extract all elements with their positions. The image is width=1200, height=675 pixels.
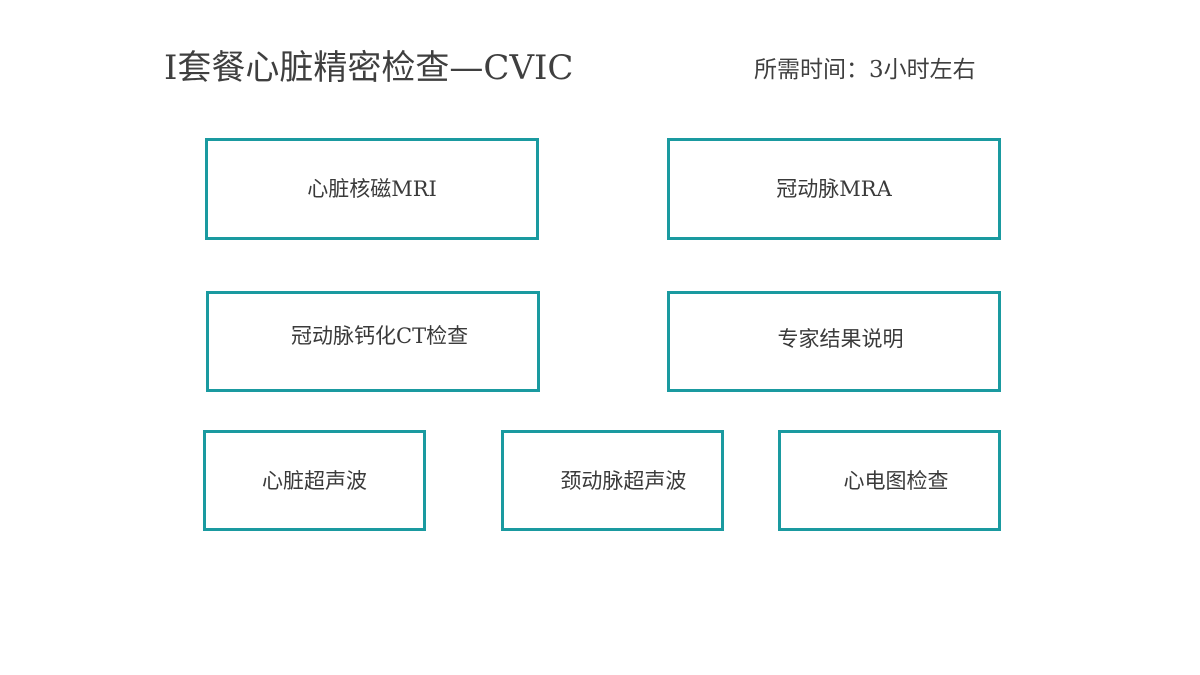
item-box-ecg: 心电图检查 — [778, 430, 1001, 531]
item-box-cardiac-ultrasound: 心脏超声波 — [203, 430, 426, 531]
item-label: 颈动脉超声波 — [560, 468, 687, 493]
page-title: I套餐心脏精密检查—CVIC — [164, 48, 574, 88]
item-box-cardiac-mri: 心脏核磁MRI — [205, 138, 539, 240]
item-box-coronary-mra: 冠动脉MRA — [667, 138, 1001, 240]
item-label: 心电图检查 — [843, 468, 949, 493]
item-label: 冠动脉钙化CT检查 — [291, 323, 469, 348]
duration-text: 所需时间：3小时左右 — [754, 57, 976, 83]
item-label: 冠动脉MRA — [776, 177, 892, 201]
item-label: 心脏超声波 — [262, 468, 367, 493]
item-box-carotid-ultrasound: 颈动脉超声波 — [501, 430, 724, 531]
item-box-coronary-calcification-ct: 冠动脉钙化CT检查 — [206, 291, 540, 392]
item-label: 专家结果说明 — [777, 326, 904, 351]
item-box-expert-results: 专家结果说明 — [667, 291, 1001, 392]
item-label: 心脏核磁MRI — [307, 177, 437, 201]
